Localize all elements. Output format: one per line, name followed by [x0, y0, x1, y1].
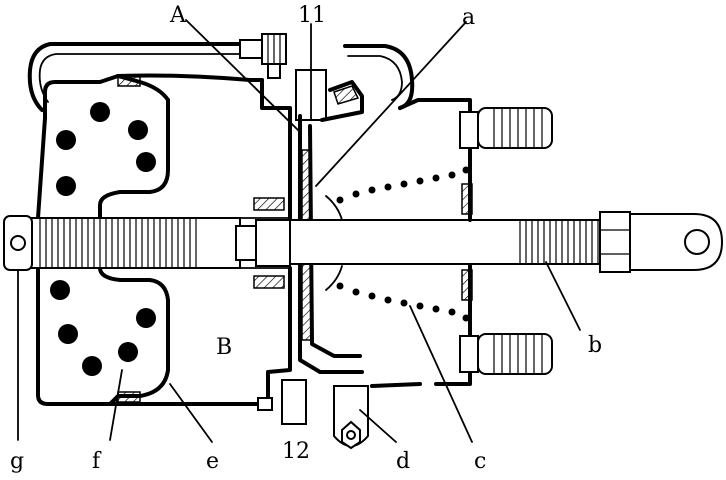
label-f: f: [92, 449, 102, 474]
label-b: b: [588, 333, 602, 358]
mounting-stud-upper: [459, 107, 553, 149]
clevis: [629, 213, 724, 271]
label-A: A: [169, 3, 187, 28]
port-12: [281, 379, 307, 425]
clamp-bolt: [239, 33, 287, 79]
label-d: d: [396, 449, 410, 474]
mounting-stud-lower: [459, 333, 553, 375]
label-c: c: [474, 449, 486, 474]
port-11: [295, 23, 327, 121]
label-11: 11: [298, 3, 326, 28]
release-nut: [3, 215, 33, 441]
lower-clamp: [333, 385, 369, 450]
label-B: B: [216, 335, 232, 360]
release-screw: [29, 217, 291, 269]
label-g: g: [10, 449, 24, 474]
label-e: e: [206, 449, 219, 474]
leader-lines: [109, 19, 581, 443]
return-spring: [325, 166, 470, 322]
callout-labels: A 11 a B b c d e f g 12: [10, 3, 602, 474]
service-chamber-housing: [370, 98, 473, 388]
push-rod: [289, 211, 631, 273]
label-12: 12: [282, 439, 310, 464]
power-spring-coils: [50, 102, 156, 376]
label-a: a: [462, 5, 475, 30]
